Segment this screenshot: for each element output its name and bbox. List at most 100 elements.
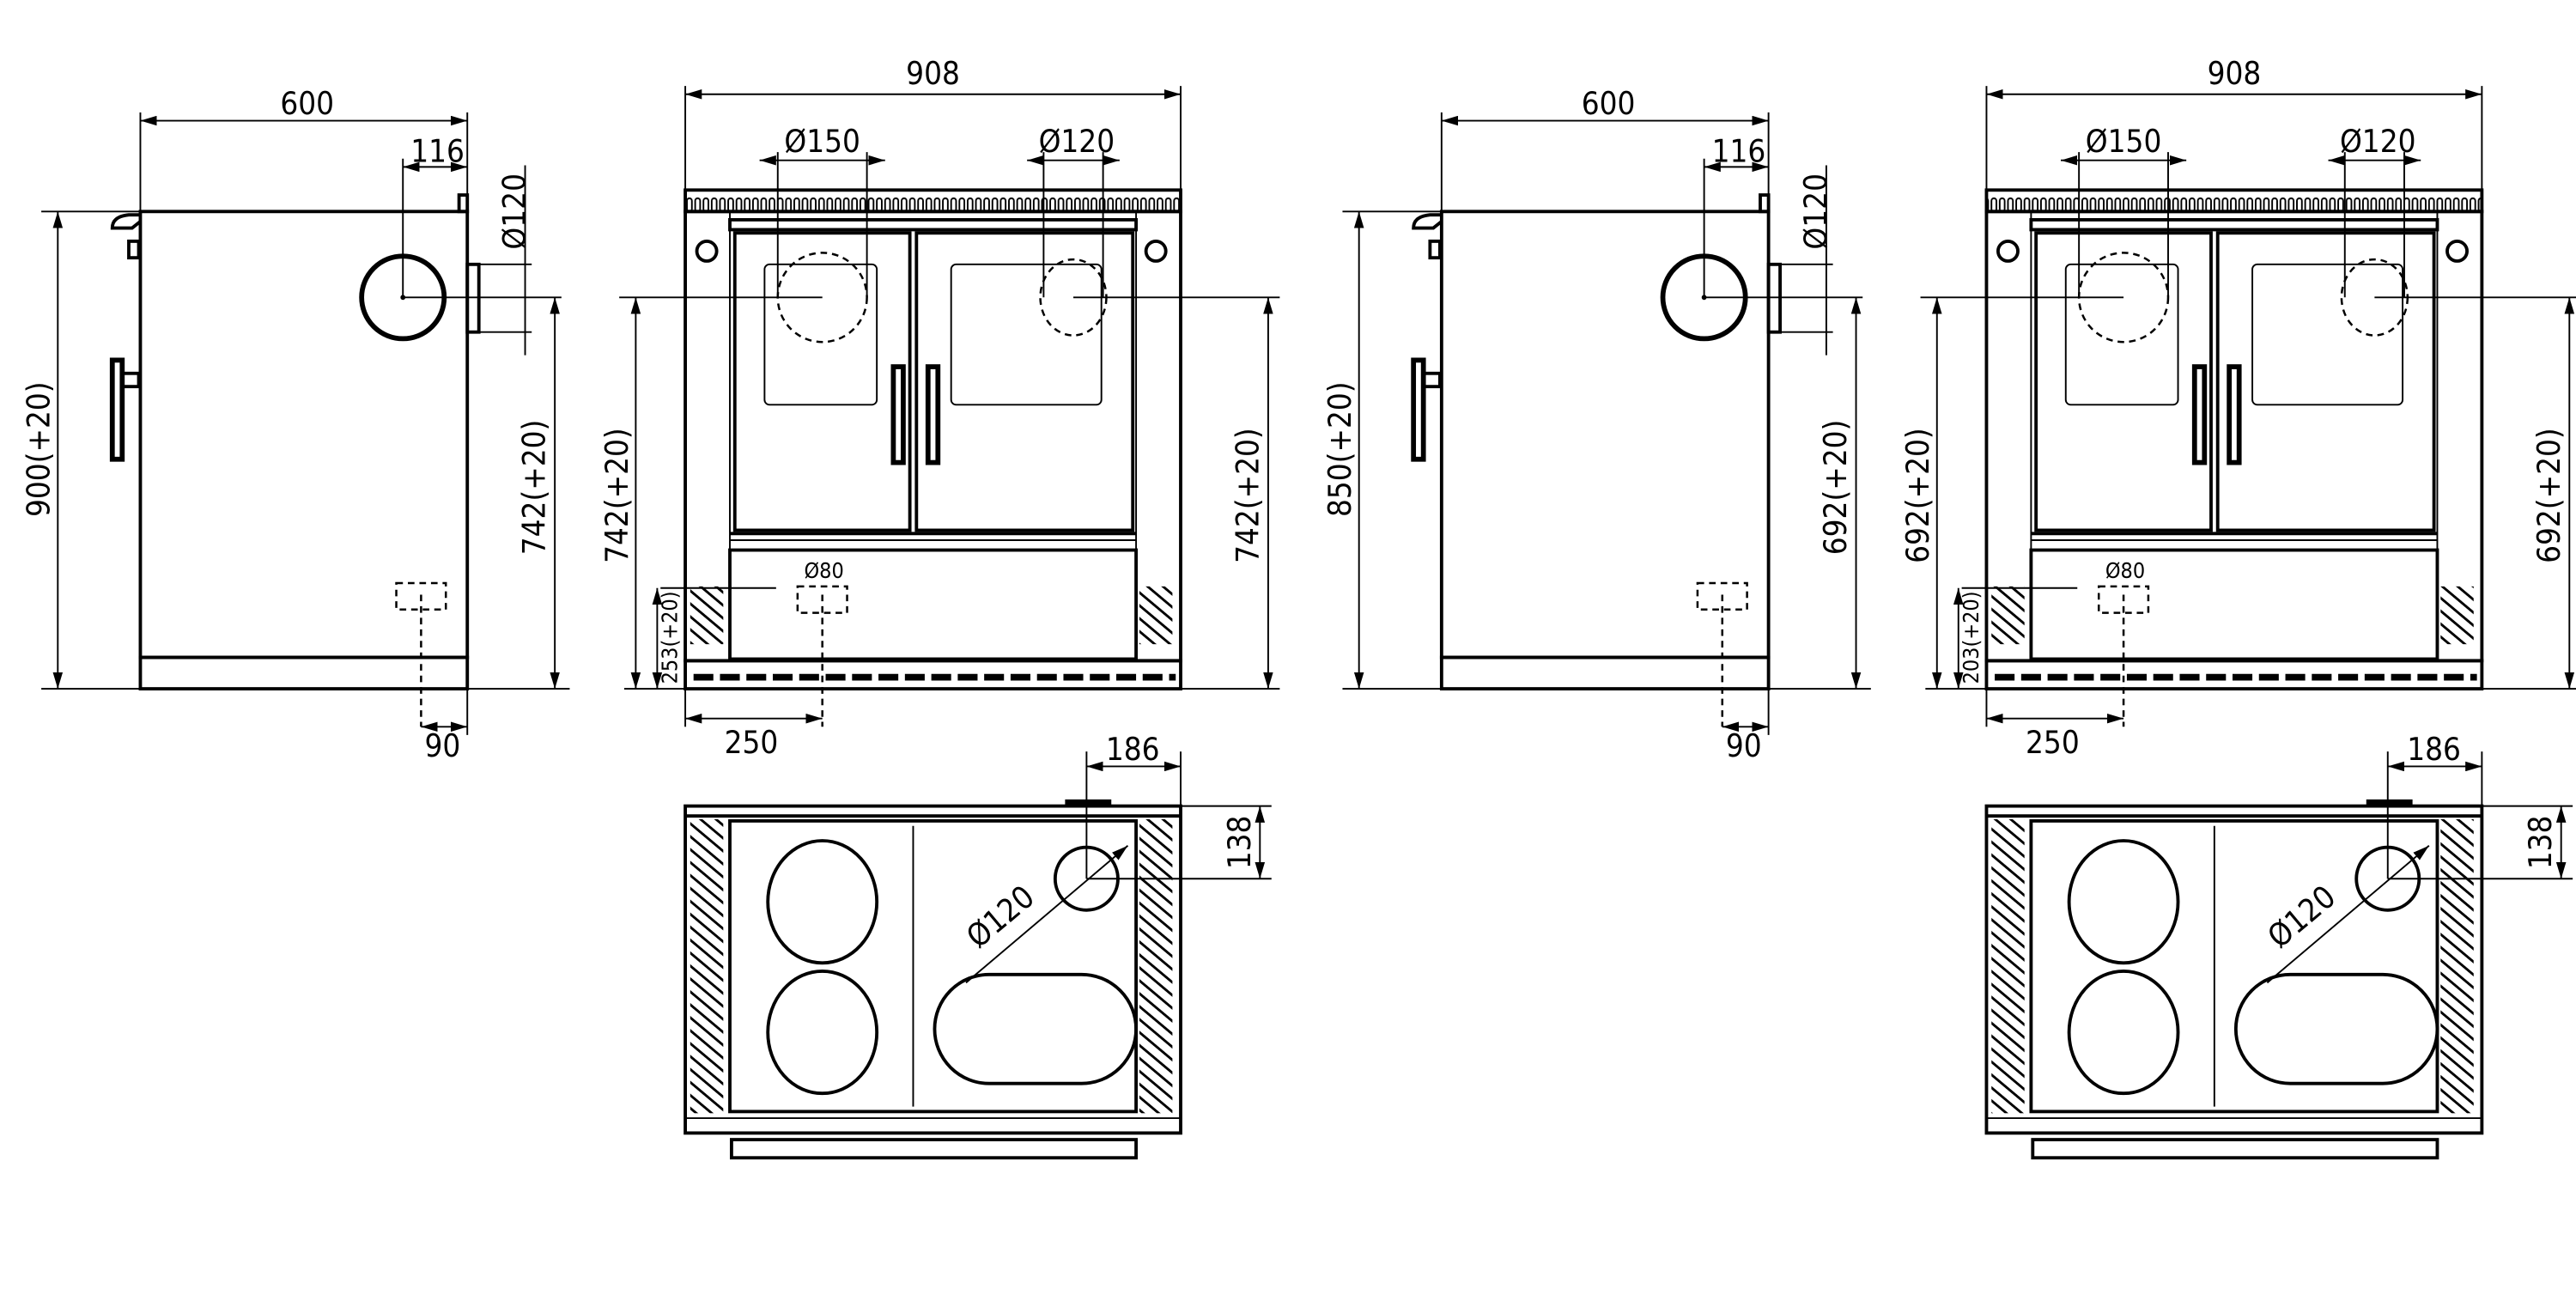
top-burner-ring-2 (2067, 970, 2180, 1096)
front-left-door-handle (2191, 364, 2208, 465)
top-hotplate (2029, 819, 2439, 1114)
front-top-rail (1984, 188, 2484, 214)
variant-0: 600 116 Ø120 900(+20) 742(+20) 90 Ø80 90… (21, 55, 1280, 1160)
front-right-door-handle (925, 364, 941, 465)
side-handle-mount (120, 371, 141, 389)
top-burner-ring-1 (2067, 839, 2180, 965)
top-flue-diameter-label: Ø120 (2261, 879, 2342, 956)
front-air-inlet-offset-label: 250 (2026, 724, 2080, 761)
top-view: 186 138 Ø120 (1984, 731, 2573, 1160)
top-flue-offset-x-label: 186 (1106, 731, 1160, 768)
front-width-label: 908 (906, 55, 960, 92)
front-right-vent (1139, 586, 1173, 645)
front-right-knob (2445, 240, 2469, 263)
front-air-inlet-height-label: 203(+20) (1959, 591, 1984, 684)
top-hotplate (728, 819, 1139, 1114)
side-flue-offset-label: 116 (410, 133, 465, 170)
front-ash-drawer (728, 548, 1139, 661)
front-left-knob (695, 240, 719, 263)
side-body (1439, 210, 1771, 660)
side-height-label: 900(+20) (21, 381, 58, 517)
front-right-door (914, 231, 1135, 532)
side-knob (127, 240, 141, 260)
front-hob-left-diameter-label: Ø150 (784, 123, 860, 160)
top-view: 186 138 Ø120 (683, 731, 1272, 1160)
front-right-knob (1144, 240, 1168, 263)
side-top-handle (110, 213, 142, 230)
side-leg-offset-label: 90 (1726, 727, 1762, 764)
side-top-handle (1412, 213, 1443, 230)
top-flue-offset-x-label: 186 (2407, 731, 2461, 768)
front-air-inlet-diameter-label: Ø80 (2105, 558, 2145, 583)
front-flue-height-right-label: 742(+20) (1229, 428, 1266, 563)
front-air-inlet-diameter-label: Ø80 (804, 558, 843, 583)
front-right-door-handle (2227, 364, 2242, 465)
top-flue-offset-y-label: 138 (1221, 816, 1258, 870)
top-right-vent (1139, 819, 1173, 1114)
front-body (683, 210, 1182, 663)
side-leg-offset-label: 90 (424, 727, 460, 764)
front-right-vent (2440, 586, 2474, 645)
side-flue-height-label: 692(+20) (1817, 420, 1854, 556)
side-handle-mount (1421, 371, 1442, 389)
side-door-handle (109, 357, 125, 462)
side-top-edge (1759, 193, 1771, 214)
front-left-door-handle (890, 364, 906, 465)
front-width-label: 908 (2208, 55, 2262, 92)
top-flue-offset-y-label: 138 (2522, 816, 2559, 870)
front-left-door (732, 231, 912, 532)
front-view: Ø80 908 Ø150 Ø120 692(+20) 692(+20) 203(… (1899, 55, 2576, 761)
front-hob-right-diameter-label: Ø120 (1039, 123, 1115, 160)
top-right-vent (2440, 819, 2474, 1114)
front-right-window (950, 263, 1103, 406)
front-air-inlet-height-label: 253(+20) (657, 591, 682, 684)
front-flue-height-left-label: 692(+20) (1899, 428, 1936, 563)
side-top-edge (457, 193, 470, 214)
side-base (1439, 655, 1771, 690)
front-left-vent (1991, 586, 2025, 645)
top-outline (683, 804, 1182, 1135)
front-air-inlet-offset-label: 250 (725, 724, 779, 761)
front-top-rail (683, 188, 1182, 214)
top-flue-diameter-label: Ø120 (959, 879, 1041, 956)
front-left-door (2034, 231, 2213, 532)
side-body (138, 210, 470, 660)
side-view: 600 116 Ø120 900(+20) 742(+20) 90 (21, 85, 570, 764)
top-left-vent (1991, 819, 2025, 1114)
top-flue-collar (1065, 799, 1112, 806)
top-flue-collar (2366, 799, 2413, 806)
side-view: 600 116 Ø120 850(+20) 692(+20) 90 (1321, 85, 1871, 764)
front-left-window (2064, 263, 2179, 406)
side-flue-diameter-label: Ø120 (496, 173, 533, 250)
front-right-window (2251, 263, 2404, 406)
top-burner-ring-2 (766, 970, 879, 1096)
front-left-knob (1996, 240, 2020, 263)
front-left-window (763, 263, 878, 406)
top-front-rail (730, 1138, 1138, 1160)
side-leg-dashed (395, 581, 447, 611)
variant-1: 600 116 Ø120 850(+20) 692(+20) 90 Ø80 90… (1321, 55, 2576, 1160)
side-leg-dashed (1696, 581, 1748, 611)
side-flue-diameter-label: Ø120 (1797, 173, 1834, 250)
front-left-vent (690, 586, 724, 645)
side-base (138, 655, 470, 690)
top-outline (1984, 804, 2484, 1135)
front-hob-right-diameter-label: Ø120 (2340, 123, 2416, 160)
front-hob-left-diameter-label: Ø150 (2086, 123, 2162, 160)
front-ash-drawer (2029, 548, 2439, 661)
top-large-plate (933, 972, 1138, 1085)
front-flue-height-left-label: 742(+20) (598, 428, 635, 563)
top-large-plate (2233, 972, 2439, 1085)
top-left-vent (690, 819, 724, 1114)
front-right-door (2215, 231, 2436, 532)
front-view: Ø80 908 Ø150 Ø120 742(+20) 742(+20) 253(… (598, 55, 1280, 761)
top-burner-ring-1 (766, 839, 879, 965)
side-knob (1428, 240, 1442, 260)
side-width-label: 600 (1582, 85, 1636, 122)
front-body (1984, 210, 2484, 663)
top-front-rail (2031, 1138, 2439, 1160)
side-flue-offset-label: 116 (1712, 133, 1766, 170)
side-width-label: 600 (280, 85, 334, 122)
front-flue-height-right-label: 692(+20) (2530, 428, 2567, 563)
